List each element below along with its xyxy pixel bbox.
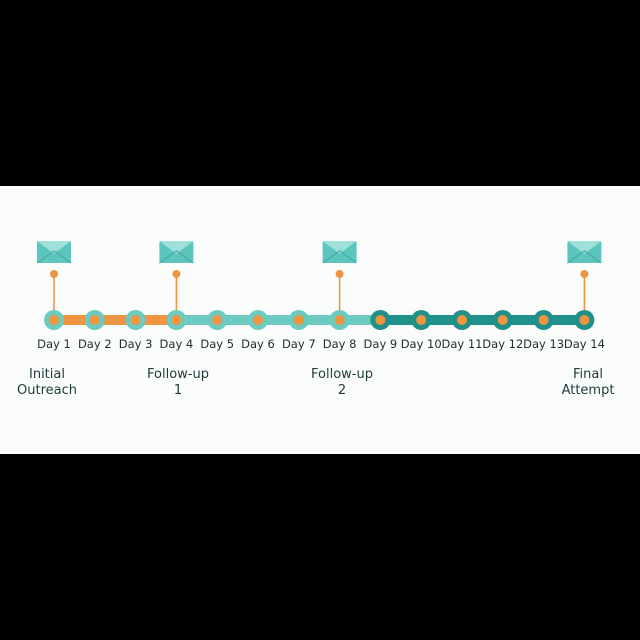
milestone-connector-dot [172,270,181,278]
milestone-label-line: 2 [337,383,347,398]
day-label: Day 1 [37,337,71,351]
milestone-connector-dot [50,270,58,278]
day-node-dot [375,315,386,325]
day-label: Day 14 [564,337,605,351]
milestone-label-line: Outreach [17,383,77,398]
milestone-connector-dot [580,270,589,278]
outreach-timeline-diagram: Day 1 Day 2 Day 3 Day 4 Day 5 Day 6 Day 7 Day 8… [36,241,605,351]
milestone-connector-dot [335,270,344,278]
day-label: Day 8 [323,337,357,351]
day-node-dot [89,315,100,325]
timeline-panel: Day 1 Day 2 Day 3 Day 4 Day 5 Day 6 Day 7 Day 8… [0,186,640,454]
milestone-label-line: Final [573,367,603,382]
day-nodes [44,310,595,330]
day-label: Day 13 [523,337,564,351]
milestone-label-follow-up-2: Follow-up 2 [287,367,397,399]
envelope-fold [36,250,72,264]
milestone-icons [36,241,602,264]
envelope-fold [567,250,602,264]
day-label: Day 10 [401,337,442,351]
day-node-dot [457,315,467,325]
day-node-dot [334,315,345,325]
envelope-icon [322,241,357,264]
day-label: Day 7 [282,337,316,351]
milestone-label-line: Attempt [561,383,615,398]
milestone-label-follow-up-1: Follow-up 1 [123,367,233,399]
day-node-dot [49,315,59,325]
envelope-fold [159,250,194,264]
day-labels: Day 1 Day 2 Day 3 Day 4 Day 5 Day 6 Day 7 Day 8… [37,337,605,351]
day-label: Day 2 [78,337,112,351]
envelope-icon [567,241,602,264]
day-node-dot [212,315,223,325]
day-node-dot [579,315,590,325]
milestone-label-line: Follow-up [311,367,373,382]
milestone-label-final-attempt: Final Attempt [533,367,640,399]
day-node-dot [293,315,304,325]
day-node-dot [416,315,427,325]
day-label: Day 6 [241,337,275,351]
milestone-label-initial-outreach: Initial Outreach [0,367,102,399]
milestone-label-line: 1 [173,383,183,398]
milestone-label-line: Initial [29,367,65,382]
envelope-icon [159,241,194,264]
day-label: Day 5 [200,337,234,351]
day-label: Day 3 [119,337,153,351]
day-node-dot [171,315,182,325]
milestone-label-line: Follow-up [147,367,209,382]
envelope-flap [567,241,602,254]
day-node-dot [538,315,549,325]
envelope-flap [322,241,357,254]
milestone-connectors [50,270,589,310]
envelope-flap [37,241,71,254]
day-label: Day 4 [160,337,194,351]
day-node-dot [497,315,508,325]
envelope-icon [36,241,72,264]
day-label: Day 9 [364,337,398,351]
envelope-fold [322,250,357,264]
day-node-dot [253,315,263,325]
day-node-dot [130,315,141,325]
day-label: Day 11 [442,337,483,351]
envelope-flap [159,241,194,254]
day-label: Day 12 [482,337,523,351]
